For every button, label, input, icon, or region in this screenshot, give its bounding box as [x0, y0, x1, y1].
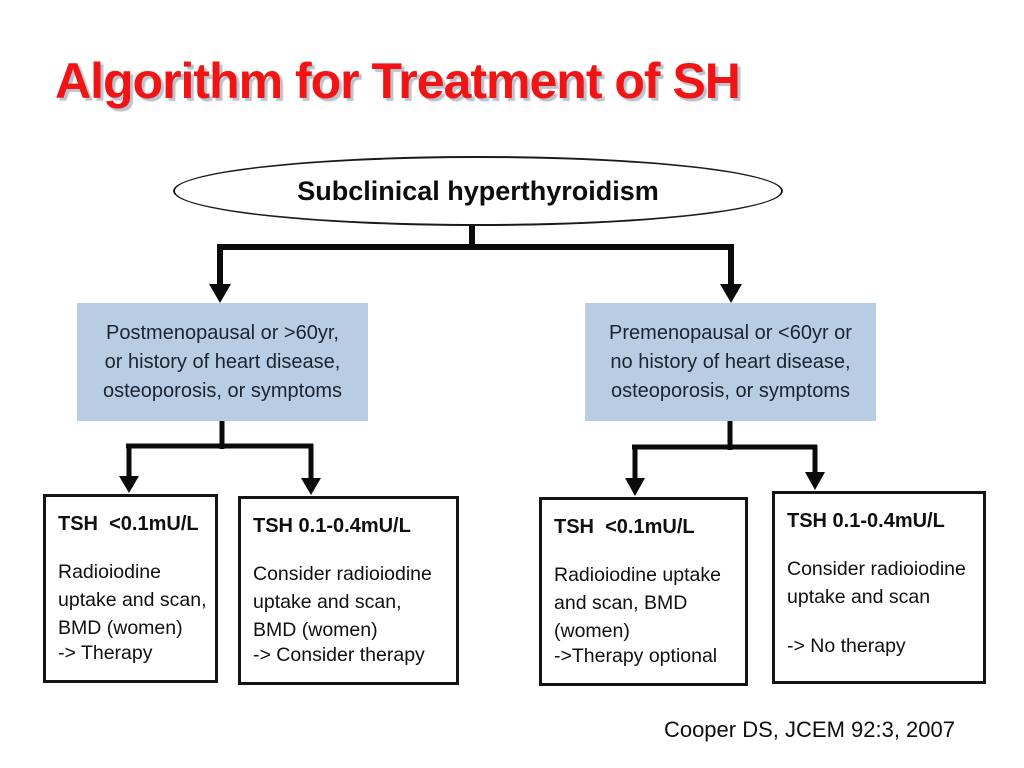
outcome-body: Consider radioiodine uptake and scan	[787, 558, 966, 608]
outcome-action: -> Therapy	[58, 642, 153, 664]
outcome-body: Radioiodine uptake and scan, BMD (women)	[58, 561, 207, 639]
outcome-header: TSH 0.1-0.4mU/L	[787, 510, 945, 532]
outcome-header: TSH <0.1mU/L	[554, 516, 695, 538]
condition-box-postmenopausal: Postmenopausal or >60yr, or history of h…	[77, 303, 368, 421]
condition-line: osteoporosis, or symptoms	[103, 379, 342, 402]
outcome-action: ->Therapy optional	[554, 645, 718, 667]
condition-line: or history of heart disease,	[104, 350, 341, 373]
outcome-action: -> Consider therapy	[253, 644, 425, 666]
slide-title: Algorithm for Treatment of SH	[55, 53, 741, 109]
condition-line: Postmenopausal or >60yr,	[106, 321, 339, 344]
citation: Cooper DS, JCEM 92:3, 2007	[663, 717, 955, 742]
outcome-action: -> No therapy	[787, 635, 906, 657]
root-node: Subclinical hyperthyroidism	[173, 156, 783, 226]
condition-line: osteoporosis, or symptoms	[611, 379, 850, 402]
outcome-header: TSH 0.1-0.4mU/L	[253, 515, 411, 537]
condition-line: Premenopausal or <60yr or	[609, 321, 852, 344]
arrowhead-right-condition-icon	[720, 284, 742, 303]
condition-line: no history of heart disease,	[610, 350, 851, 373]
outcome-body: Consider radioiodine uptake and scan, BM…	[253, 563, 432, 641]
arrowhead-outcome4-icon	[805, 472, 825, 490]
arrowhead-outcome2-icon	[301, 478, 321, 495]
outcome-box-tsh-low-postmenopausal: TSH <0.1mU/L Radioiodine uptake and scan…	[43, 494, 218, 683]
arrowhead-outcome3-icon	[625, 478, 645, 496]
outcome-box-tsh-low-premenopausal: TSH <0.1mU/L Radioiodine uptake and scan…	[539, 497, 748, 686]
outcome-body: Radioiodine uptake and scan, BMD (women)	[554, 564, 721, 642]
arrowhead-left-condition-icon	[209, 284, 231, 303]
root-node-label: Subclinical hyperthyroidism	[297, 175, 659, 206]
condition-box-premenopausal: Premenopausal or <60yr or no history of …	[585, 303, 876, 421]
outcome-header: TSH <0.1mU/L	[58, 513, 199, 535]
outcome-box-tsh-mid-postmenopausal: TSH 0.1-0.4mU/L Consider radioiodine upt…	[238, 496, 459, 685]
arrowhead-outcome1-icon	[119, 476, 139, 493]
outcome-box-tsh-mid-premenopausal: TSH 0.1-0.4mU/L Consider radioiodine upt…	[772, 491, 986, 684]
